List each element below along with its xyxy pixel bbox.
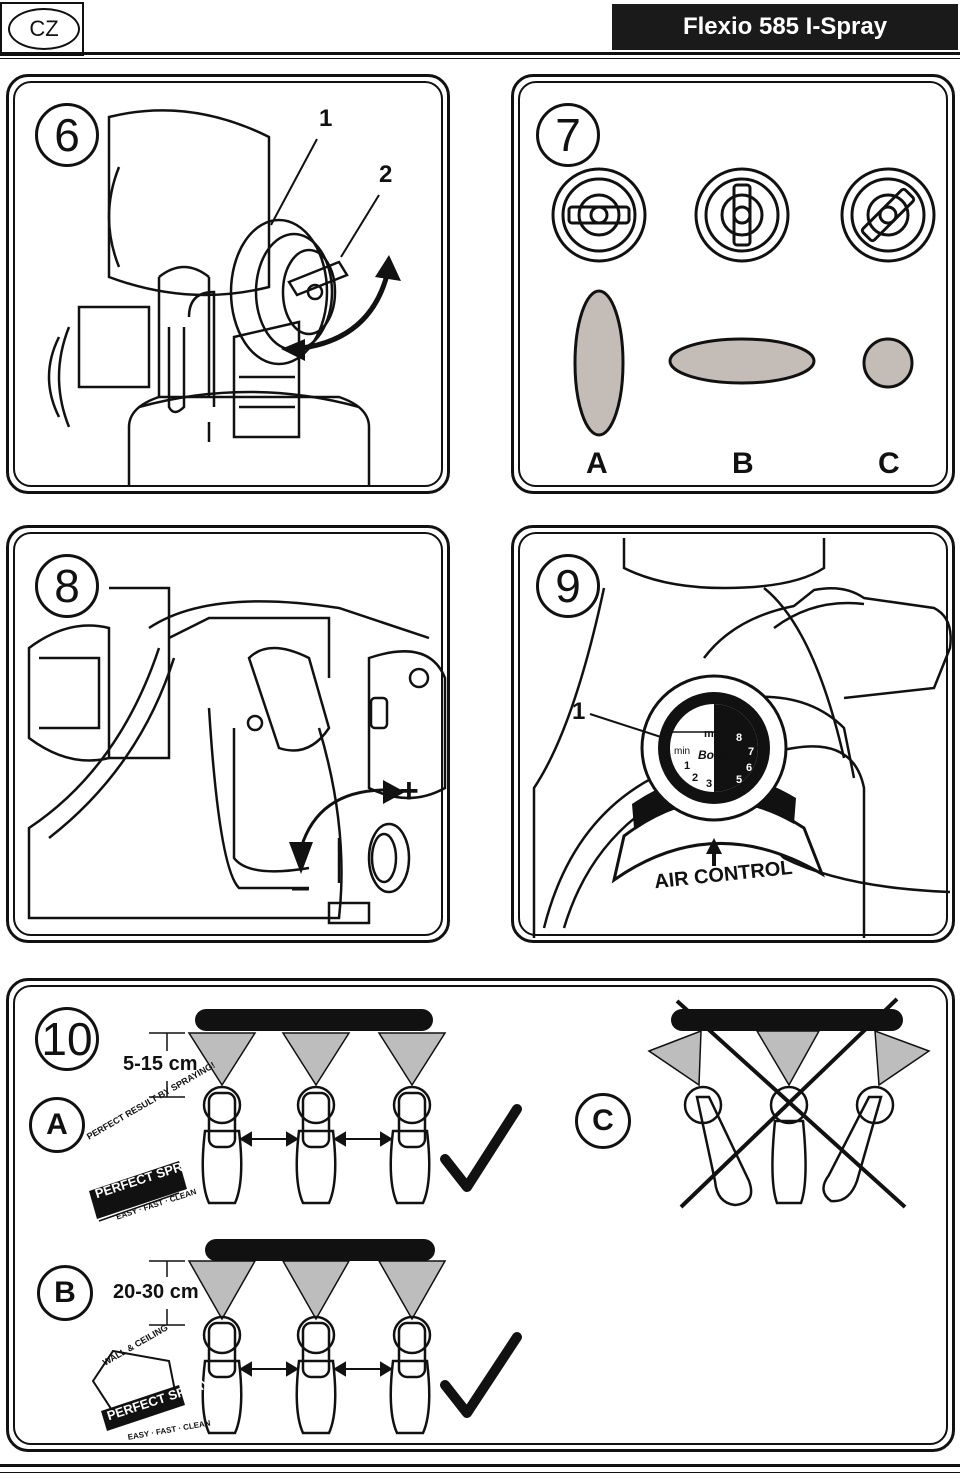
dial-max-label: max (704, 728, 727, 740)
header-rule (0, 52, 960, 55)
dial-number-4: 4 (722, 778, 729, 790)
pattern-label-c: C (878, 447, 900, 480)
step-number-10: 10 (35, 1007, 99, 1071)
step-number-6: 6 (35, 103, 99, 167)
step-number-8: 8 (35, 554, 99, 618)
footer-rule (0, 1464, 960, 1467)
step-number-9: 9 (536, 554, 600, 618)
language-badge: CZ (8, 8, 80, 50)
spray-gun-handle-illustration (27, 586, 447, 925)
dial-number-6: 6 (746, 762, 753, 774)
dial-number-7: 7 (748, 746, 755, 758)
air-control-dial-illustration (532, 538, 952, 938)
dial-min-label: min (674, 746, 691, 757)
callout-1: 1 (319, 105, 333, 132)
dial-number-2: 2 (692, 772, 699, 784)
header-rule-thin (0, 58, 960, 59)
row-c-wrong-spray-illustration (647, 997, 931, 1209)
spray-gun-nozzle-illustration (47, 109, 401, 487)
plus-sign: + (399, 772, 419, 810)
dial-number-8: 8 (736, 732, 743, 744)
step-number-7: 7 (536, 103, 600, 167)
row-b-letter: B (37, 1265, 93, 1321)
pattern-label-a: A (586, 447, 608, 480)
row-b-distance: 20-30 cm (113, 1281, 199, 1303)
language-badge-frame (0, 2, 84, 56)
footer-rule-thin (0, 1472, 960, 1473)
row-a-distance: 5-15 cm (123, 1053, 198, 1075)
callout-dial-leader (589, 713, 665, 739)
panel-step-8: 8 + – (6, 525, 450, 943)
callout-dial-1: 1 (572, 698, 586, 725)
dial-boost-label: Boost (698, 748, 732, 762)
pattern-label-b: B (732, 447, 754, 480)
nozzle-positions-illustration (551, 167, 936, 437)
row-a-spray-illustration (89, 1009, 522, 1222)
row-b-spray-illustration (91, 1239, 522, 1435)
panel-step-9: 9 1 max min Boost 8 7 6 5 4 3 2 1 AIR CO… (511, 525, 955, 943)
dial-number-3: 3 (706, 778, 713, 790)
minus-sign: – (291, 868, 310, 906)
row-c-letter: C (575, 1093, 631, 1149)
dial-number-1: 1 (684, 760, 691, 772)
callout-2: 2 (379, 161, 393, 188)
panel-step-6: 6 1 2 (6, 74, 450, 494)
panel-step-7: 7 A B C (511, 74, 955, 494)
product-title: Flexio 585 I-Spray (612, 4, 958, 50)
panel-step-10: 10 A 5-15 cm PERFECT RES (6, 978, 955, 1452)
row-a-letter: A (29, 1097, 85, 1153)
dial-number-5: 5 (736, 774, 743, 786)
